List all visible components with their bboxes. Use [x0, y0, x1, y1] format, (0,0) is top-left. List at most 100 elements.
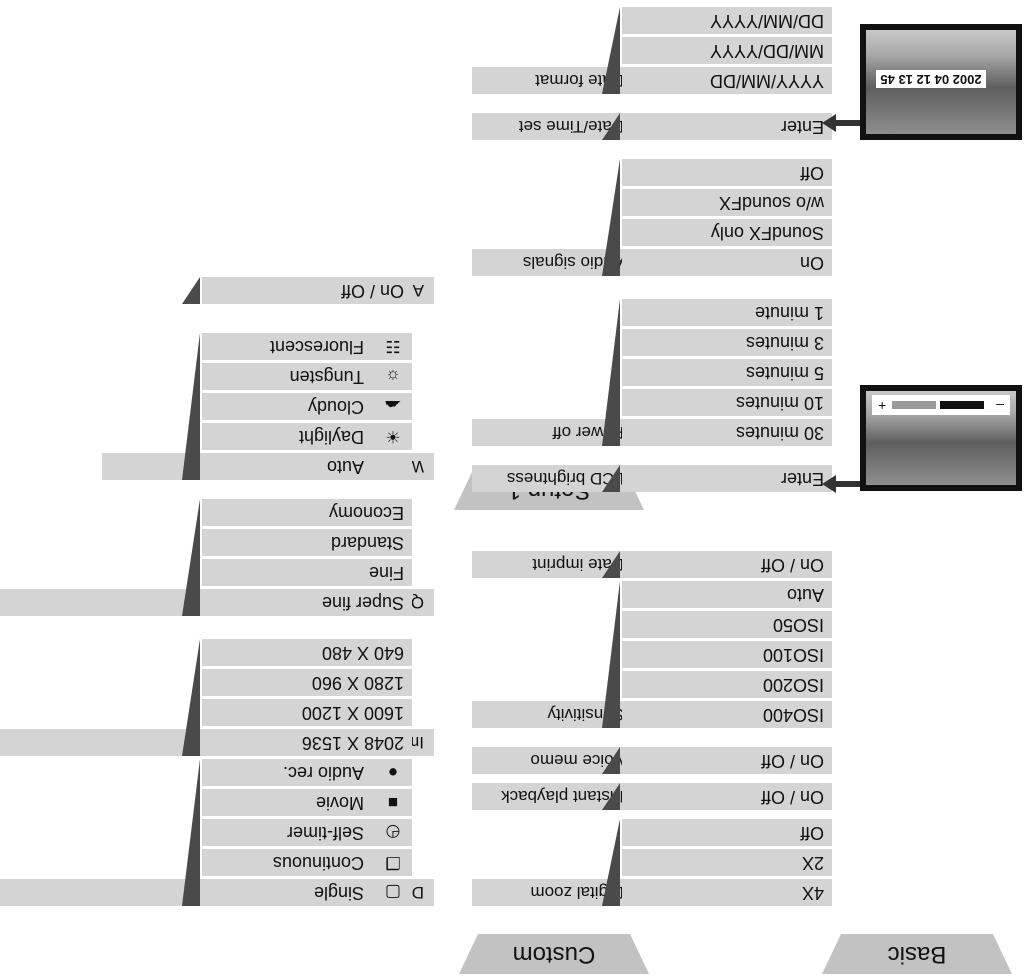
menu-option: Off: [622, 159, 832, 186]
menu-option-label: 10 minutes: [735, 393, 824, 413]
menu-option-label: 1280 X 960: [311, 673, 404, 693]
menu-option-label: Self-timer: [286, 823, 364, 843]
menu-option-label: Auto: [326, 457, 364, 477]
menu-option: Fine: [202, 559, 412, 586]
bracket-wedge: [182, 759, 200, 906]
menu-option: Auto: [202, 453, 412, 480]
menu-option: 1600 X 1200: [202, 699, 412, 726]
menu-option-label: ISO200: [762, 675, 824, 695]
bracket-wedge: [182, 333, 200, 480]
menu-option-label: 2048 X 1536: [301, 733, 404, 753]
menu-option: 2X: [622, 849, 832, 876]
menu-option-label: SoundFX only: [710, 223, 824, 243]
menu-option-label: 1600 X 1200: [301, 703, 404, 723]
menu-option-label: Single: [313, 883, 364, 903]
menu-option: 1 minute: [622, 299, 832, 326]
menu-option: 4X: [622, 879, 832, 906]
menu-option-label: Enter: [780, 117, 824, 137]
menu-option: Enter: [622, 113, 832, 140]
menu-option: 640 X 480: [202, 639, 412, 666]
date-time-screen: 2002 04 12 13 45: [860, 24, 1022, 140]
menu-option-label: Tungsten: [289, 367, 364, 387]
bracket-wedge: [602, 159, 620, 276]
fluorescent-icon: ☷: [385, 337, 401, 356]
single-frame-icon: ▢: [384, 883, 402, 902]
menu-option: On: [622, 249, 832, 276]
menu-option-label: ISO400: [762, 705, 824, 725]
menu-option: ☁ Cloudy: [202, 393, 412, 420]
menu-option: SoundFX only: [622, 219, 832, 246]
continuous-icon: ❐: [385, 853, 401, 872]
bracket-wedge: [602, 581, 620, 728]
menu-option-label: Off: [800, 823, 824, 843]
menu-option: ISO100: [622, 641, 832, 668]
menu-option: 2048 X 1536: [202, 729, 412, 756]
menu-option-label: On / Off: [341, 281, 404, 301]
menu-option-label: Economy: [328, 503, 404, 523]
bracket-wedge: [182, 639, 200, 756]
menu-option-label: Fluorescent: [269, 337, 364, 357]
menu-option-label: YYYY/MM/DD: [709, 71, 824, 91]
tab-basic: Basic: [822, 934, 1012, 974]
bracket-wedge: [182, 499, 200, 616]
menu-option-label: 640 X 480: [321, 643, 404, 663]
menu-option-label: ISO100: [762, 645, 824, 665]
menu-option-label: Super fine: [321, 593, 404, 613]
brightness-scale: – +: [872, 395, 1010, 415]
menu-option: ❐ Continuous: [202, 849, 412, 876]
menu-option: 1280 X 960: [202, 669, 412, 696]
menu-option-label: Cloudy: [307, 397, 364, 417]
menu-option: 30 minutes: [622, 419, 832, 446]
menu-option-label: 2X: [801, 853, 824, 873]
menu-option-label: On: [799, 253, 824, 273]
tab-custom: Custom: [459, 934, 649, 974]
menu-option: ◴ Self-timer: [202, 819, 412, 846]
menu-option: Standard: [202, 529, 412, 556]
menu-option-label: On / Off: [761, 787, 824, 807]
brightness-level-dark: [940, 401, 984, 409]
menu-option-label: 30 minutes: [735, 423, 824, 443]
menu-option-label: On / Off: [761, 751, 824, 771]
menu-option-label: Off: [800, 163, 824, 183]
menu-option-label: 3 minutes: [745, 333, 824, 353]
menu-option-label: On / Off: [761, 555, 824, 575]
menu-option: Super fine: [202, 589, 412, 616]
menu-option-label: Standard: [330, 533, 404, 553]
menu-option-label: Daylight: [298, 427, 364, 447]
menu-option: ISO400: [622, 701, 832, 728]
brightness-level-light: [892, 401, 936, 409]
menu-option-label: Continuous: [272, 853, 364, 873]
menu-option: DD/MM/YYYY: [622, 7, 832, 34]
menu-option-label: Enter: [780, 469, 824, 489]
cloud-icon: ☁: [384, 397, 402, 416]
menu-option: ☀ Daylight: [202, 423, 412, 450]
menu-option: ●Audio rec.: [202, 759, 412, 786]
sun-icon: ☀: [385, 427, 401, 446]
menu-option: 3 minutes: [622, 329, 832, 356]
menu-option: On / Off: [622, 783, 832, 810]
self-timer-icon: ◴: [385, 823, 401, 842]
bracket-wedge: [602, 7, 620, 94]
movie-icon: ■: [387, 793, 399, 812]
menu-option-label: 5 minutes: [745, 363, 824, 383]
menu-option-label: Auto: [786, 585, 824, 605]
menu-option: Off: [622, 819, 832, 846]
menu-option-label: Movie: [315, 793, 364, 813]
bracket-wedge: [602, 299, 620, 446]
menu-option: 10 minutes: [622, 389, 832, 416]
menu-option: MM/DD/YYYY: [622, 37, 832, 64]
menu-option-label: DD/MM/YYYY: [709, 11, 824, 31]
bulb-icon: ☼: [385, 367, 401, 386]
menu-option-label: Fine: [368, 563, 404, 583]
bracket-wedge: [602, 819, 620, 906]
menu-option-label: MM/DD/YYYY: [709, 41, 824, 61]
lcd-brightness-screen: – +: [860, 385, 1022, 491]
bracket-wedge: [182, 277, 200, 304]
menu-option: YYYY/MM/DD: [622, 67, 832, 94]
menu-option: On / Off: [622, 747, 832, 774]
brightness-plus: +: [878, 398, 887, 414]
menu-option-label: ISO50: [772, 615, 824, 635]
menu-option: 5 minutes: [622, 359, 832, 386]
menu-option: Economy: [202, 499, 412, 526]
